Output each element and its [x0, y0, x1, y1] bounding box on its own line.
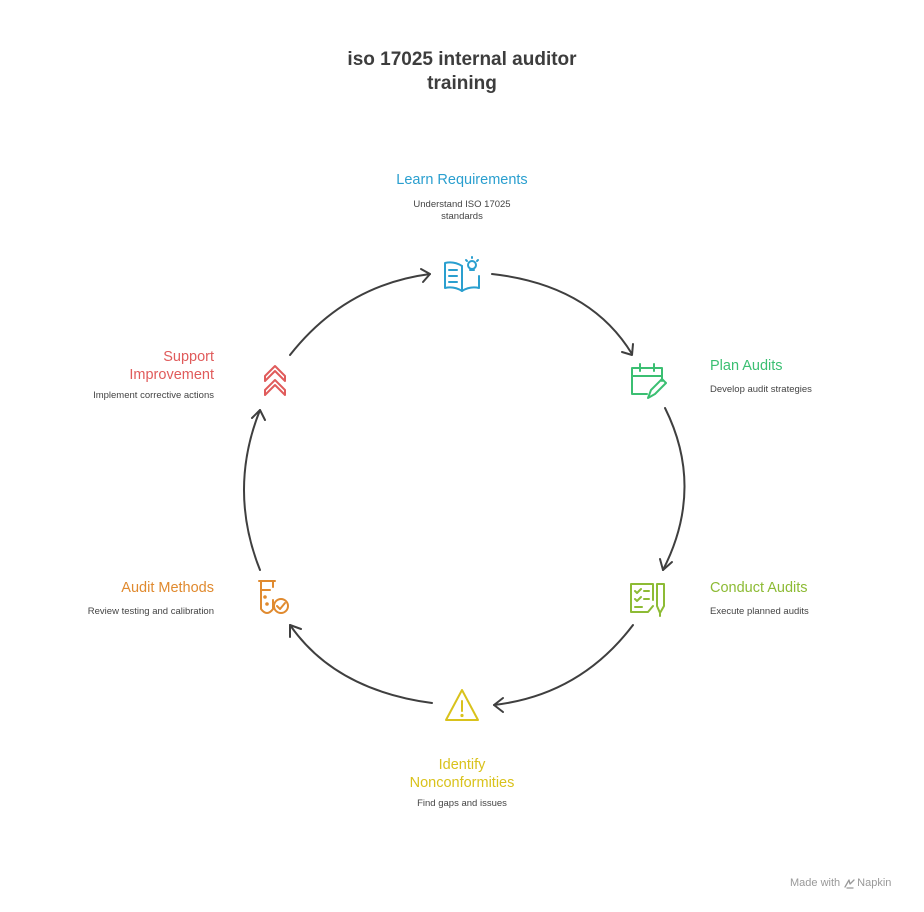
- step-desc-conduct: Execute planned audits: [710, 606, 809, 617]
- warning-triangle-icon: [445, 689, 479, 721]
- arrow-methods-to-improve: [243, 409, 261, 571]
- checklist-pen-icon: [630, 583, 665, 617]
- footer-attribution: Made with Napkin: [790, 877, 891, 889]
- arrow-plan-to-conduct: [662, 407, 686, 571]
- diagram-title: iso 17025 internal auditor training: [347, 49, 577, 94]
- step-title-plan: Plan Audits: [710, 358, 783, 374]
- step-desc-improve: Implement corrective actions: [93, 390, 214, 401]
- arrow-improve-to-learn: [289, 273, 431, 356]
- arrow-conduct-to-identify: [493, 624, 634, 706]
- napkin-mark-icon: [844, 878, 855, 889]
- chevrons-up-icon: [264, 365, 286, 396]
- step-title-improve: Support Improvement: [129, 349, 214, 383]
- step-title-identify: Identify Nonconformities: [409, 757, 515, 791]
- arrow-conduct-to-identify-head: [493, 697, 504, 713]
- step-desc-identify: Find gaps and issues: [417, 798, 507, 809]
- arrow-identify-to-methods-head: [289, 624, 302, 638]
- step-desc-methods: Review testing and calibration: [87, 606, 214, 617]
- calendar-pencil-icon: [631, 363, 667, 399]
- step-desc-learn: Understand ISO 17025 standards: [413, 199, 511, 222]
- arrow-learn-to-plan-head: [621, 343, 634, 356]
- arrow-plan-to-conduct-head: [659, 558, 673, 571]
- arrow-methods-to-improve-head: [251, 409, 266, 421]
- book-lightbulb-icon: [444, 256, 480, 292]
- arrow-identify-to-methods: [289, 624, 433, 704]
- step-desc-plan: Develop audit strategies: [710, 384, 812, 395]
- step-title-methods: Audit Methods: [121, 580, 214, 596]
- test-tube-check-icon: [258, 580, 289, 614]
- step-title-learn: Learn Requirements: [396, 172, 528, 188]
- arrow-improve-to-learn-head: [420, 268, 431, 283]
- footer-made-with: Made with: [790, 877, 841, 889]
- step-title-conduct: Conduct Audits: [710, 580, 808, 596]
- arrow-learn-to-plan: [491, 273, 633, 355]
- napkin-logo: Napkin: [844, 877, 891, 889]
- footer-brand: Napkin: [857, 877, 892, 889]
